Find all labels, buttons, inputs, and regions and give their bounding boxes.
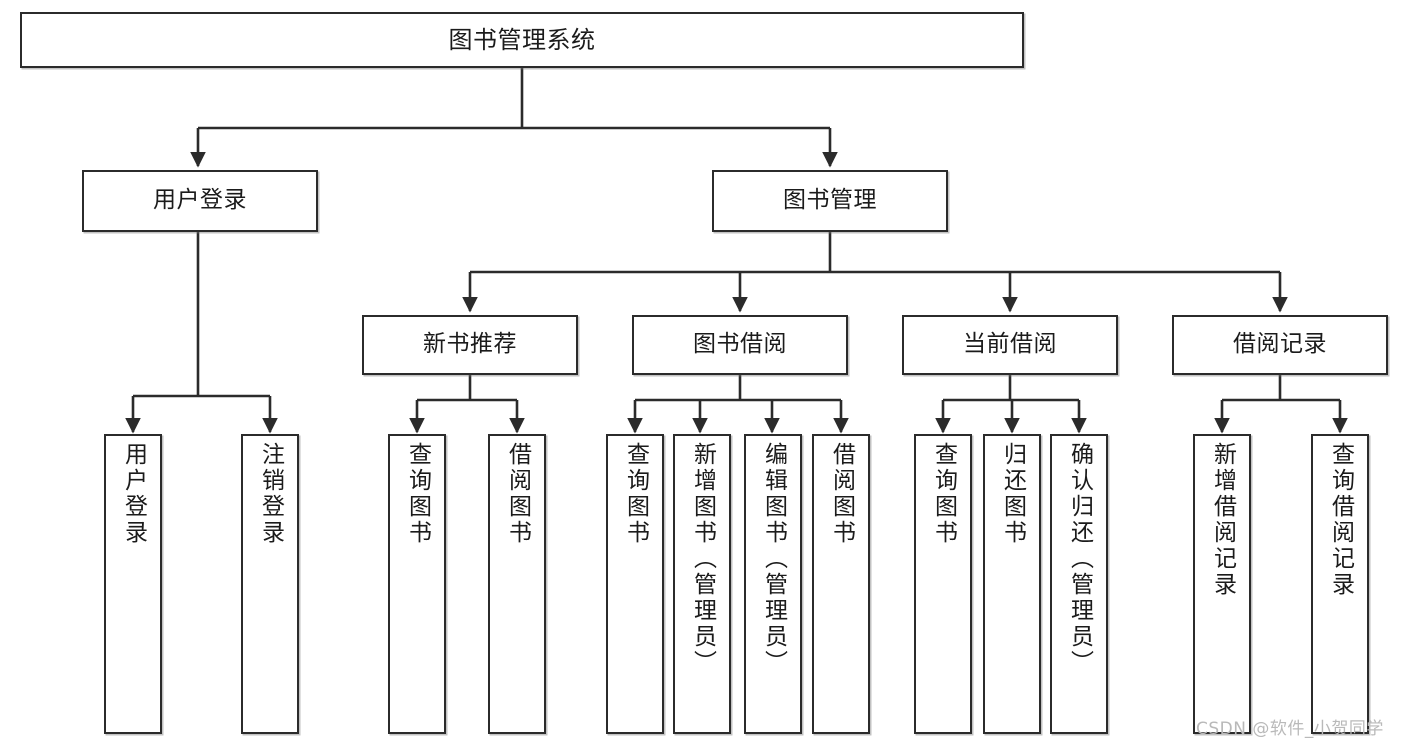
node-label: 归还图书 [999,442,1026,546]
node-label: 用户登录 [120,442,147,546]
node-label: 确认归还（管理员） [1066,442,1093,676]
node-label: 当前借阅 [963,331,1057,358]
node-user-login[interactable]: 用户登录 [82,170,318,232]
node-label: 编辑图书（管理员） [760,442,787,676]
csdn-watermark: CSDN @软件_小贺同学 [1196,719,1384,739]
leaf-query-book-current[interactable]: 查询图书 [914,434,972,734]
node-book-borrow[interactable]: 图书借阅 [632,315,848,375]
leaf-borrow-book-recommend[interactable]: 借阅图书 [488,434,546,734]
leaf-edit-book[interactable]: 编辑图书（管理员） [744,434,802,734]
leaf-add-book[interactable]: 新增图书（管理员） [673,434,731,734]
node-label: 新增借阅记录 [1209,442,1236,598]
leaf-query-book-recommend[interactable]: 查询图书 [388,434,446,734]
leaf-user-login[interactable]: 用户登录 [104,434,162,734]
leaf-add-borrow-record[interactable]: 新增借阅记录 [1193,434,1251,734]
node-current-borrow[interactable]: 当前借阅 [902,315,1118,375]
node-book-management[interactable]: 图书管理 [712,170,948,232]
node-root-system[interactable]: 图书管理系统 [20,12,1024,68]
node-label: 图书管理 [783,187,877,214]
leaf-confirm-return[interactable]: 确认归还（管理员） [1050,434,1108,734]
node-label: 查询图书 [404,442,431,546]
leaf-query-book-borrow[interactable]: 查询图书 [606,434,664,734]
node-label: 注销登录 [257,442,284,546]
node-label: 借阅图书 [828,442,855,546]
node-label: 新增图书（管理员） [689,442,716,676]
node-label: 借阅图书 [504,442,531,546]
node-new-book-recommend[interactable]: 新书推荐 [362,315,578,375]
node-label: 图书管理系统 [448,25,596,54]
leaf-return-book[interactable]: 归还图书 [983,434,1041,734]
node-label: 查询图书 [930,442,957,546]
node-label: 查询借阅记录 [1327,442,1354,598]
leaf-query-borrow-record[interactable]: 查询借阅记录 [1311,434,1369,734]
node-label: 新书推荐 [423,331,517,358]
node-borrow-record[interactable]: 借阅记录 [1172,315,1388,375]
node-label: 图书借阅 [693,331,787,358]
node-label: 查询图书 [622,442,649,546]
leaf-logout-login[interactable]: 注销登录 [241,434,299,734]
node-label: 借阅记录 [1233,331,1327,358]
node-label: 用户登录 [153,187,247,214]
leaf-borrow-book[interactable]: 借阅图书 [812,434,870,734]
